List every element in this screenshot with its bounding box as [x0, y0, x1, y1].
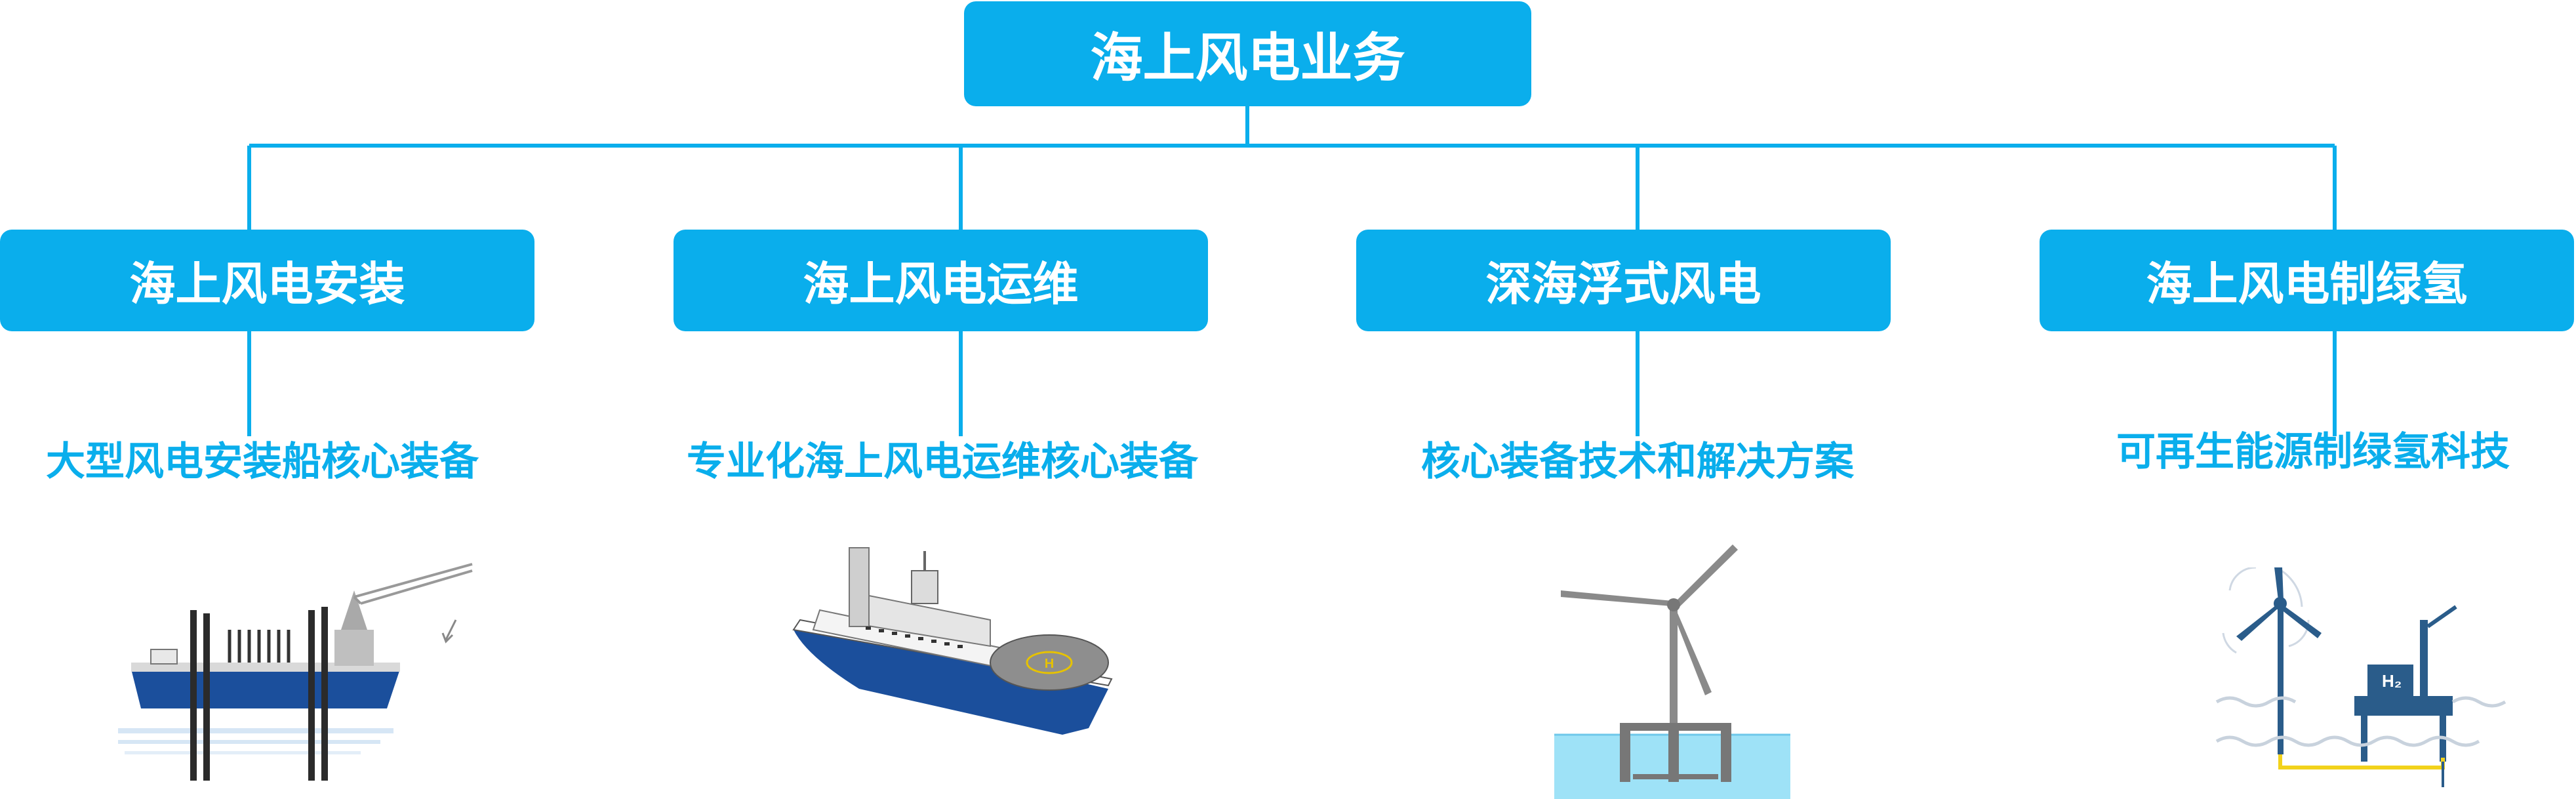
branch-node-installation: 海上风电安装: [0, 230, 534, 331]
branch-subtitle-hydrogen: 可再生能源制绿氢科技: [2116, 429, 2510, 475]
branch-subtitle-floating: 核心装备技术和解决方案: [1421, 439, 1854, 485]
green-hydrogen-platform-illustration: H₂: [2215, 567, 2506, 787]
service-operation-vessel-illustration: H: [792, 547, 1113, 735]
hydrogen-label: H₂: [2382, 671, 2402, 691]
helipad-marking: H: [1045, 657, 1054, 671]
branch-node-floating: 深海浮式风电: [1356, 230, 1891, 331]
branch-node-label: 海上风电安装: [129, 257, 405, 311]
root-node: 海上风电业务: [964, 1, 1531, 106]
branch-node-label: 深海浮式风电: [1485, 257, 1761, 311]
floating-wind-turbine-illustration: [1554, 544, 1790, 799]
branch-subtitle-operation: 专业化海上风电运维核心装备: [687, 439, 1198, 485]
root-node-label: 海上风电业务: [1090, 28, 1405, 89]
branch-node-hydrogen: 海上风电制绿氢: [2040, 230, 2574, 331]
branch-node-label: 海上风电制绿氢: [2146, 257, 2468, 311]
branch-node-label: 海上风电运维: [803, 257, 1079, 311]
branch-node-operation: 海上风电运维: [674, 230, 1208, 331]
branch-subtitle-installation: 大型风电安装船核心装备: [46, 439, 479, 485]
installation-vessel-illustration: [118, 563, 473, 781]
